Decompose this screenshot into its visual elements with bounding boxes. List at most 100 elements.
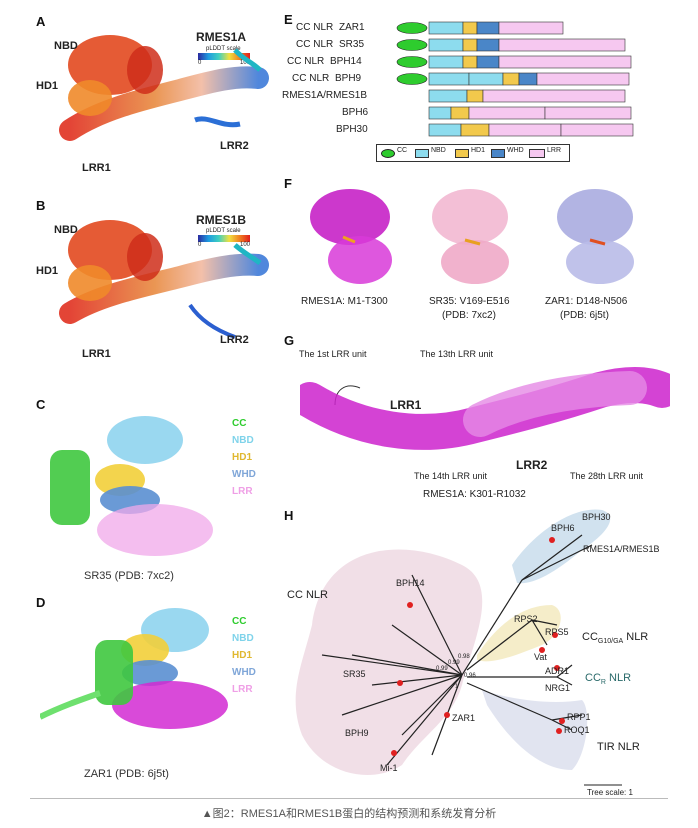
- panel-c-legend-whd: WHD: [232, 469, 256, 480]
- panel-h-label: H: [284, 508, 294, 523]
- panel-a-title: RMES1A: [196, 30, 247, 44]
- panel-f-caption-zar1-pdb: (PDB: 6j5t): [560, 310, 609, 321]
- caption-divider: [30, 798, 668, 799]
- gene-adr1: ADR1: [545, 666, 570, 676]
- gene-rps5: RPS5: [545, 627, 569, 637]
- gene-sr35: SR35: [343, 669, 366, 679]
- clade-ccr-main: CC: [585, 672, 601, 684]
- panel-d-legend-nbd: NBD: [232, 633, 254, 644]
- gene-zar1: ZAR1: [452, 713, 476, 723]
- panel-h-phylogenetic-tree: [295, 509, 622, 786]
- legend-whd-label: WHD: [507, 147, 524, 154]
- gene-bph30: BPH30: [582, 512, 611, 522]
- panel-b-title: RMES1B: [196, 213, 247, 227]
- panel-b-hd1: HD1: [36, 265, 59, 277]
- bootstrap-1: 0.99: [436, 666, 448, 672]
- panel-b-scale-max: 100: [240, 242, 251, 248]
- panel-g-lrr2: LRR2: [516, 458, 548, 472]
- panel-g-unit-14: The 14th LRR unit: [414, 471, 488, 481]
- panel-g-unit-28: The 28th LRR unit: [570, 471, 644, 481]
- panel-a-nbd: NBD: [54, 40, 78, 52]
- panel-g-lrr-structure: [300, 367, 670, 450]
- panel-b-structure: [59, 220, 269, 339]
- clade-ccr: CCR NLR: [585, 672, 631, 686]
- panel-b-lrr1: LRR1: [82, 348, 111, 360]
- bootstrap-4: 0.96: [464, 673, 476, 679]
- clade-cc-nlr: CC NLR: [287, 589, 328, 601]
- tree-highlight-markers: [391, 537, 565, 756]
- panel-a-label: A: [36, 14, 46, 29]
- row-name-zar1: ZAR1: [339, 22, 365, 33]
- clade-ccr-sub: R: [600, 679, 606, 687]
- domain-bar-rmes1: [428, 89, 626, 103]
- panel-a-scale-min: 0: [198, 60, 202, 66]
- panel-d-legend-whd: WHD: [232, 667, 256, 678]
- tir-clade-bg: [482, 690, 588, 770]
- tree-scale-label: Tree scale: 1: [587, 788, 633, 797]
- panel-d-legend-cc: CC: [232, 616, 247, 627]
- legend-lrr-swatch: [529, 149, 545, 158]
- panel-g-unit-13: The 13th LRR unit: [420, 349, 494, 359]
- sr35-structure: [432, 189, 509, 284]
- domain-bar-bph6: [428, 106, 632, 120]
- row-name-bph6: BPH6: [342, 107, 369, 118]
- panel-f-structures: [310, 189, 634, 284]
- panel-c-legend-hd1: HD1: [232, 452, 253, 463]
- panel-d-structure: [40, 608, 228, 729]
- panel-b-nbd: NBD: [54, 224, 78, 236]
- panel-b-scale-label: pLDDT scale: [206, 228, 241, 234]
- panel-a-scale-max: 100: [240, 60, 251, 66]
- panel-a-structure: [59, 35, 269, 141]
- domain-bar-zar1: [396, 21, 564, 35]
- rmes1-clade-bg: [512, 509, 611, 584]
- panel-f-caption-zar1: ZAR1: D148-N506: [545, 296, 628, 307]
- legend-hd1-swatch: [455, 149, 469, 158]
- panel-b-label: B: [36, 198, 46, 213]
- panel-e-label: E: [284, 12, 293, 27]
- bootstrap-3: 0.98: [458, 654, 470, 660]
- row-type-bph14: CC NLR: [287, 56, 325, 67]
- panel-g-caption: RMES1A: K301-R1032: [423, 489, 526, 500]
- gene-nrg1: NRG1: [545, 683, 571, 693]
- zar1-structure: [557, 189, 634, 284]
- panel-a-scale-label: pLDDT scale: [206, 46, 241, 52]
- panel-d-legend-hd1: HD1: [232, 650, 253, 661]
- panel-g-label: G: [284, 333, 295, 348]
- row-name-bph30: BPH30: [336, 124, 368, 135]
- domain-bar-bph9: [396, 72, 630, 86]
- panel-f-caption-rmes1a: RMES1A: M1-T300: [301, 296, 388, 307]
- clade-ccg10-suffix: NLR: [623, 631, 649, 643]
- row-name-rmes1: RMES1A/RMES1B: [282, 90, 368, 101]
- panel-c-legend-nbd: NBD: [232, 435, 254, 446]
- panel-c-legend-cc: CC: [232, 418, 247, 429]
- panel-b-lrr2: LRR2: [220, 334, 249, 346]
- panel-g-lrr1: LRR1: [390, 398, 422, 412]
- panel-c-caption: SR35 (PDB: 7xc2): [84, 570, 174, 582]
- panel-c-legend-lrr: LRR: [232, 486, 253, 497]
- panel-d-label: D: [36, 595, 46, 610]
- clade-tir-nlr: TIR NLR: [597, 741, 640, 753]
- clade-ccg10-sub: G10/GA: [597, 638, 624, 646]
- legend-nbd-label: NBD: [431, 147, 446, 154]
- clade-ccg10-main: CC: [582, 631, 598, 643]
- bootstrap-2: 0.99: [448, 660, 460, 666]
- row-name-sr35: SR35: [339, 39, 365, 50]
- domain-bar-sr35: [396, 38, 626, 52]
- clade-ccr-suffix: NLR: [605, 672, 632, 684]
- panel-e-legend: CC NBD HD1 WHD LRR: [376, 144, 570, 162]
- clade-ccg10: CCG10/GA NLR: [582, 631, 648, 645]
- row-name-bph9: BPH9: [335, 73, 362, 84]
- panel-c-structure: [50, 416, 213, 556]
- panel-b-plddt-colorbar: [198, 235, 250, 242]
- legend-hd1-label: HD1: [471, 147, 486, 154]
- panel-d-caption: ZAR1 (PDB: 6j5t): [84, 768, 169, 780]
- gene-rmes1: RMES1A/RMES1B: [583, 544, 660, 554]
- panel-a-lrr1: LRR1: [82, 162, 111, 174]
- panel-f-caption-sr35-pdb: (PDB: 7xc2): [442, 310, 496, 321]
- gene-bph9: BPH9: [345, 728, 369, 738]
- domain-bar-bph14: [396, 55, 632, 69]
- gene-bph6: BPH6: [551, 523, 575, 533]
- row-type-zar1: CC NLR: [296, 22, 334, 33]
- panel-f-label: F: [284, 176, 292, 191]
- panel-c-label: C: [36, 397, 46, 412]
